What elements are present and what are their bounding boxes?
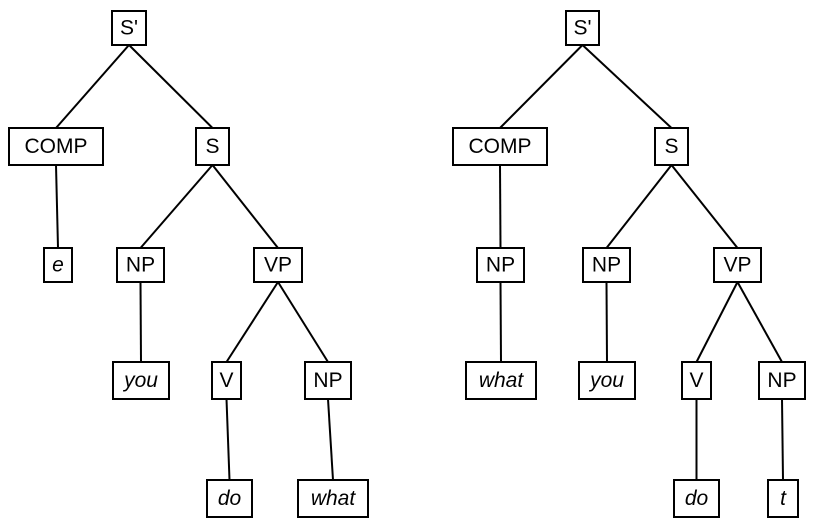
node-box bbox=[194, 126, 231, 167]
node-box bbox=[110, 9, 148, 47]
node-label: NP bbox=[767, 369, 796, 392]
node-box bbox=[451, 126, 549, 167]
node-label: S bbox=[664, 135, 678, 158]
node-label: e bbox=[52, 254, 64, 277]
tree-node-R-S[interactable]: S bbox=[653, 126, 690, 167]
node-label: V bbox=[689, 369, 703, 392]
tree-branch-L-Sbar-to-L-S bbox=[128, 44, 214, 129]
tree-branch-L-VP-to-L-NP2 bbox=[277, 281, 329, 363]
tree-node-R-t[interactable]: t bbox=[766, 478, 800, 519]
tree-node-R-COMP[interactable]: COMP bbox=[451, 126, 549, 167]
node-label: you bbox=[122, 369, 158, 392]
tree-branch-R-NP0-to-R-what bbox=[499, 281, 502, 363]
tree-branch-R-VP-to-R-NP2 bbox=[736, 281, 783, 363]
node-box bbox=[205, 478, 254, 519]
node-box bbox=[564, 9, 601, 47]
tree-node-L-NP1[interactable]: NP bbox=[115, 246, 166, 284]
node-label: NP bbox=[126, 254, 155, 277]
node-label: VP bbox=[723, 254, 751, 277]
tree-branch-L-NP2-to-L-what bbox=[327, 398, 334, 481]
tree-node-R-do[interactable]: do bbox=[672, 478, 721, 519]
tree-node-R-NP1[interactable]: NP bbox=[581, 246, 632, 284]
tree-node-L-what[interactable]: what bbox=[296, 478, 370, 519]
node-box bbox=[712, 246, 763, 284]
node-label: what bbox=[479, 369, 525, 392]
node-box bbox=[757, 360, 807, 401]
node-box bbox=[653, 126, 690, 167]
tree-node-R-VP[interactable]: VP bbox=[712, 246, 763, 284]
tree-node-L-you[interactable]: you bbox=[111, 360, 171, 401]
tree-branch-L-Sbar-to-L-COMP bbox=[55, 44, 130, 129]
tree-node-L-Sbar[interactable]: S' bbox=[110, 9, 148, 47]
tree-branch-L-NP1-to-L-you bbox=[139, 281, 142, 363]
tree-node-R-NP2[interactable]: NP bbox=[757, 360, 807, 401]
node-box bbox=[577, 360, 637, 401]
tree-node-L-e[interactable]: e bbox=[42, 246, 74, 284]
node-box bbox=[475, 246, 526, 284]
tree-branch-R-Sbar-to-R-S bbox=[581, 44, 673, 129]
node-label: V bbox=[219, 369, 233, 392]
node-label: S' bbox=[120, 17, 138, 40]
tree-node-R-V[interactable]: V bbox=[680, 360, 713, 401]
node-box bbox=[581, 246, 632, 284]
tree-branch-L-VP-to-L-V bbox=[225, 281, 279, 363]
node-label: COMP bbox=[469, 135, 532, 158]
node-label: COMP bbox=[25, 135, 88, 158]
node-box bbox=[464, 360, 538, 401]
node-label: what bbox=[311, 487, 357, 510]
tree-node-L-V[interactable]: V bbox=[210, 360, 243, 401]
node-label: S' bbox=[573, 17, 591, 40]
node-label: S bbox=[205, 135, 219, 158]
tree-edges bbox=[55, 44, 334, 481]
tree-branch-R-S-to-R-NP1 bbox=[605, 164, 673, 249]
tree-branch-R-NP2-to-R-t bbox=[781, 398, 784, 481]
tree-branch-L-S-to-L-VP bbox=[211, 164, 279, 249]
node-label: do bbox=[685, 487, 709, 510]
surface-structure-tree: S' COMP S NP NP VP what you V NP do t bbox=[451, 9, 807, 519]
node-label: NP bbox=[486, 254, 515, 277]
tree-node-R-Sbar[interactable]: S' bbox=[564, 9, 601, 47]
tree-edges bbox=[499, 44, 784, 481]
node-box bbox=[111, 360, 171, 401]
tree-branch-L-COMP-to-L-e bbox=[55, 164, 59, 249]
tree-branch-L-V-to-L-do bbox=[225, 398, 231, 481]
node-box bbox=[252, 246, 304, 284]
tree-branch-R-VP-to-R-V bbox=[695, 281, 739, 363]
tree-branch-R-COMP-to-R-NP0 bbox=[499, 164, 502, 249]
tree-node-R-NP0[interactable]: NP bbox=[475, 246, 526, 284]
node-label: VP bbox=[264, 254, 292, 277]
tree-node-L-S[interactable]: S bbox=[194, 126, 231, 167]
node-box bbox=[303, 360, 353, 401]
tree-branch-L-S-to-L-NP1 bbox=[139, 164, 214, 249]
node-box bbox=[296, 478, 370, 519]
node-box bbox=[210, 360, 243, 401]
tree-node-L-NP2[interactable]: NP bbox=[303, 360, 353, 401]
node-box bbox=[680, 360, 713, 401]
node-label: NP bbox=[592, 254, 621, 277]
node-box bbox=[42, 246, 74, 284]
node-box bbox=[115, 246, 166, 284]
node-label: you bbox=[588, 369, 624, 392]
tree-node-L-COMP[interactable]: COMP bbox=[7, 126, 105, 167]
node-label: NP bbox=[313, 369, 342, 392]
tree-node-R-you[interactable]: you bbox=[577, 360, 637, 401]
node-label: do bbox=[218, 487, 242, 510]
tree-branch-R-S-to-R-VP bbox=[670, 164, 739, 249]
tree-node-R-what[interactable]: what bbox=[464, 360, 538, 401]
node-box bbox=[672, 478, 721, 519]
node-label: t bbox=[780, 487, 787, 510]
node-box bbox=[766, 478, 800, 519]
tree-branch-R-NP1-to-R-you bbox=[605, 281, 608, 363]
tree-node-L-VP[interactable]: VP bbox=[252, 246, 304, 284]
node-box bbox=[7, 126, 105, 167]
tree-node-L-do[interactable]: do bbox=[205, 478, 254, 519]
tree-branch-R-Sbar-to-R-COMP bbox=[499, 44, 584, 129]
